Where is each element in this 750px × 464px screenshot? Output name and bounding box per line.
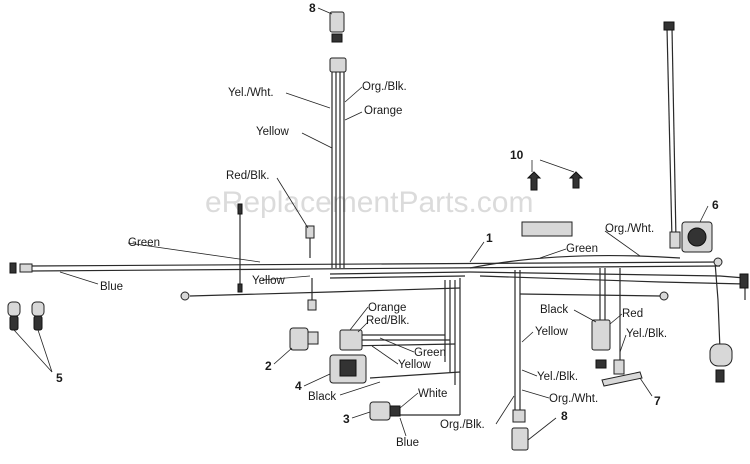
ring-terminal-left — [180, 291, 190, 301]
yellow-lead-plug — [307, 278, 317, 311]
callout-3: 3 — [343, 412, 350, 426]
callout-numbers: 8 1 10 6 2 4 3 5 7 8 — [56, 1, 719, 426]
bulb-pair — [7, 301, 53, 373]
callout-7: 7 — [654, 394, 661, 408]
label-red-blk-mid: Red/Blk. — [366, 315, 409, 327]
label-green-mid: Green — [414, 347, 446, 359]
label-green-left: Green — [128, 237, 160, 249]
bracket-plate — [521, 221, 573, 237]
label-orange-mid: Orange — [368, 302, 406, 314]
connector-red-right — [591, 319, 611, 369]
module-4 — [303, 354, 367, 387]
label-black-right: Black — [540, 304, 568, 316]
label-leaders — [59, 86, 641, 437]
connector-mid — [339, 329, 363, 351]
label-org-wht-low: Org./Wht. — [549, 393, 598, 405]
connector-top — [317, 7, 347, 73]
label-yellow-top: Yellow — [256, 126, 290, 138]
callout-5: 5 — [56, 371, 63, 385]
callout-8-low: 8 — [561, 409, 568, 423]
label-blue-left: Blue — [100, 281, 123, 293]
label-org-blk-top: Org./Blk. — [362, 81, 407, 93]
connector-yel-blk — [613, 359, 625, 375]
label-orange-top: Orange — [364, 105, 402, 117]
plug-3 — [351, 401, 401, 421]
label-yellow-right: Yellow — [535, 326, 569, 338]
ignition-switch-6 — [681, 205, 713, 253]
callout-1: 1 — [486, 231, 493, 245]
label-red-blk-left: Red/Blk. — [226, 170, 269, 182]
label-blue-low: Blue — [396, 437, 419, 449]
switch-2 — [273, 327, 319, 365]
label-black-low: Black — [308, 391, 336, 403]
callout-2: 2 — [265, 359, 272, 373]
bolt-pair — [526, 159, 584, 191]
callout-6: 6 — [712, 198, 719, 212]
label-yellow-low: Yellow — [398, 359, 432, 371]
label-green-right: Green — [566, 243, 598, 255]
label-yellow-mid: Yellow — [252, 275, 286, 287]
label-org-wht-top: Org./Wht. — [605, 223, 654, 235]
callout-10: 10 — [510, 148, 524, 162]
red-blk-lead — [237, 203, 315, 293]
label-yel-blk-low: Yel./Blk. — [537, 371, 578, 383]
label-yel-blk-right: Yel./Blk. — [626, 328, 667, 340]
ring-terminal-right — [659, 257, 723, 301]
wire-labels: Yel./Wht. Org./Blk. Orange Yellow Red/Bl… — [100, 81, 667, 449]
label-white-low: White — [418, 388, 447, 400]
label-org-blk-low: Org./Blk. — [440, 419, 485, 431]
connector-low — [511, 409, 557, 451]
callout-8-top: 8 — [309, 1, 316, 15]
watermark: eReplacementParts.com — [205, 186, 533, 219]
label-red-right: Red — [622, 308, 643, 320]
seat-switch — [709, 273, 749, 383]
top-right-lead — [663, 21, 681, 249]
pin-7 — [601, 371, 653, 397]
connector-left-end — [9, 262, 33, 274]
callout-4: 4 — [295, 379, 302, 393]
main-harness — [29, 27, 746, 416]
label-yel-wht: Yel./Wht. — [228, 87, 274, 99]
